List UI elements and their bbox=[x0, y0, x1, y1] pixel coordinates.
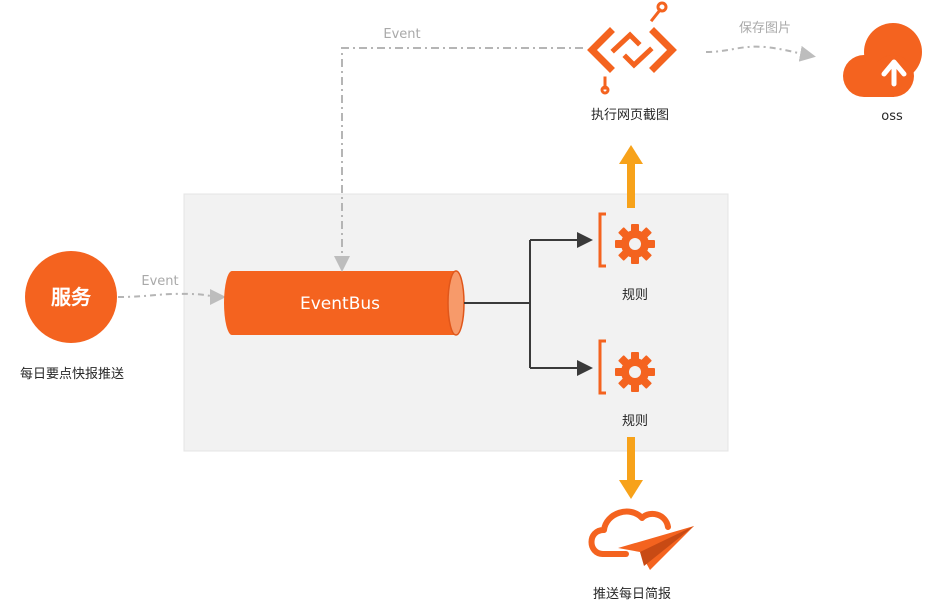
service-caption: 每日要点快报推送 bbox=[20, 366, 124, 382]
edge-label-screenshot-event: Event bbox=[383, 27, 420, 42]
edge-service-to-bus: Event bbox=[117, 274, 226, 305]
cloud-upload-icon bbox=[843, 23, 922, 97]
edge-screenshot-to-oss: 保存图片 bbox=[705, 21, 816, 62]
oss-node: oss bbox=[843, 23, 922, 124]
code-link-icon bbox=[587, 1, 677, 95]
rule-top-caption: 规则 bbox=[622, 288, 648, 303]
screenshot-caption: 执行网页截图 bbox=[591, 108, 669, 123]
rule-bottom-caption: 规则 bbox=[622, 414, 648, 429]
bracket-gear-icon bbox=[598, 212, 655, 268]
edge-screenshot-to-bus: Event bbox=[334, 27, 583, 272]
bracket-gear-icon bbox=[598, 339, 655, 395]
push-digest-node: 推送每日简报 bbox=[588, 508, 694, 602]
oss-caption: oss bbox=[881, 109, 903, 124]
push-digest-caption: 推送每日简报 bbox=[593, 586, 671, 602]
service-node: 服务 每日要点快报推送 bbox=[20, 251, 124, 382]
edge-label-save-image: 保存图片 bbox=[739, 21, 791, 36]
rule-node-top: 规则 bbox=[598, 212, 655, 303]
eventbus-title: EventBus bbox=[300, 294, 380, 314]
service-title: 服务 bbox=[51, 285, 92, 309]
cloud-paper-plane-icon bbox=[588, 508, 694, 570]
rule-node-bottom: 规则 bbox=[598, 339, 655, 429]
screenshot-node: 执行网页截图 bbox=[587, 1, 677, 123]
eventbus-node: EventBus bbox=[224, 270, 465, 336]
arrow-rule-to-push bbox=[619, 437, 643, 499]
service-circle bbox=[25, 251, 117, 343]
eventbus-cylinder-end bbox=[447, 270, 465, 336]
connector-bus-to-rules bbox=[464, 232, 593, 376]
arrow-rule-to-screenshot bbox=[619, 145, 643, 208]
edge-label-service-event: Event bbox=[141, 274, 178, 289]
